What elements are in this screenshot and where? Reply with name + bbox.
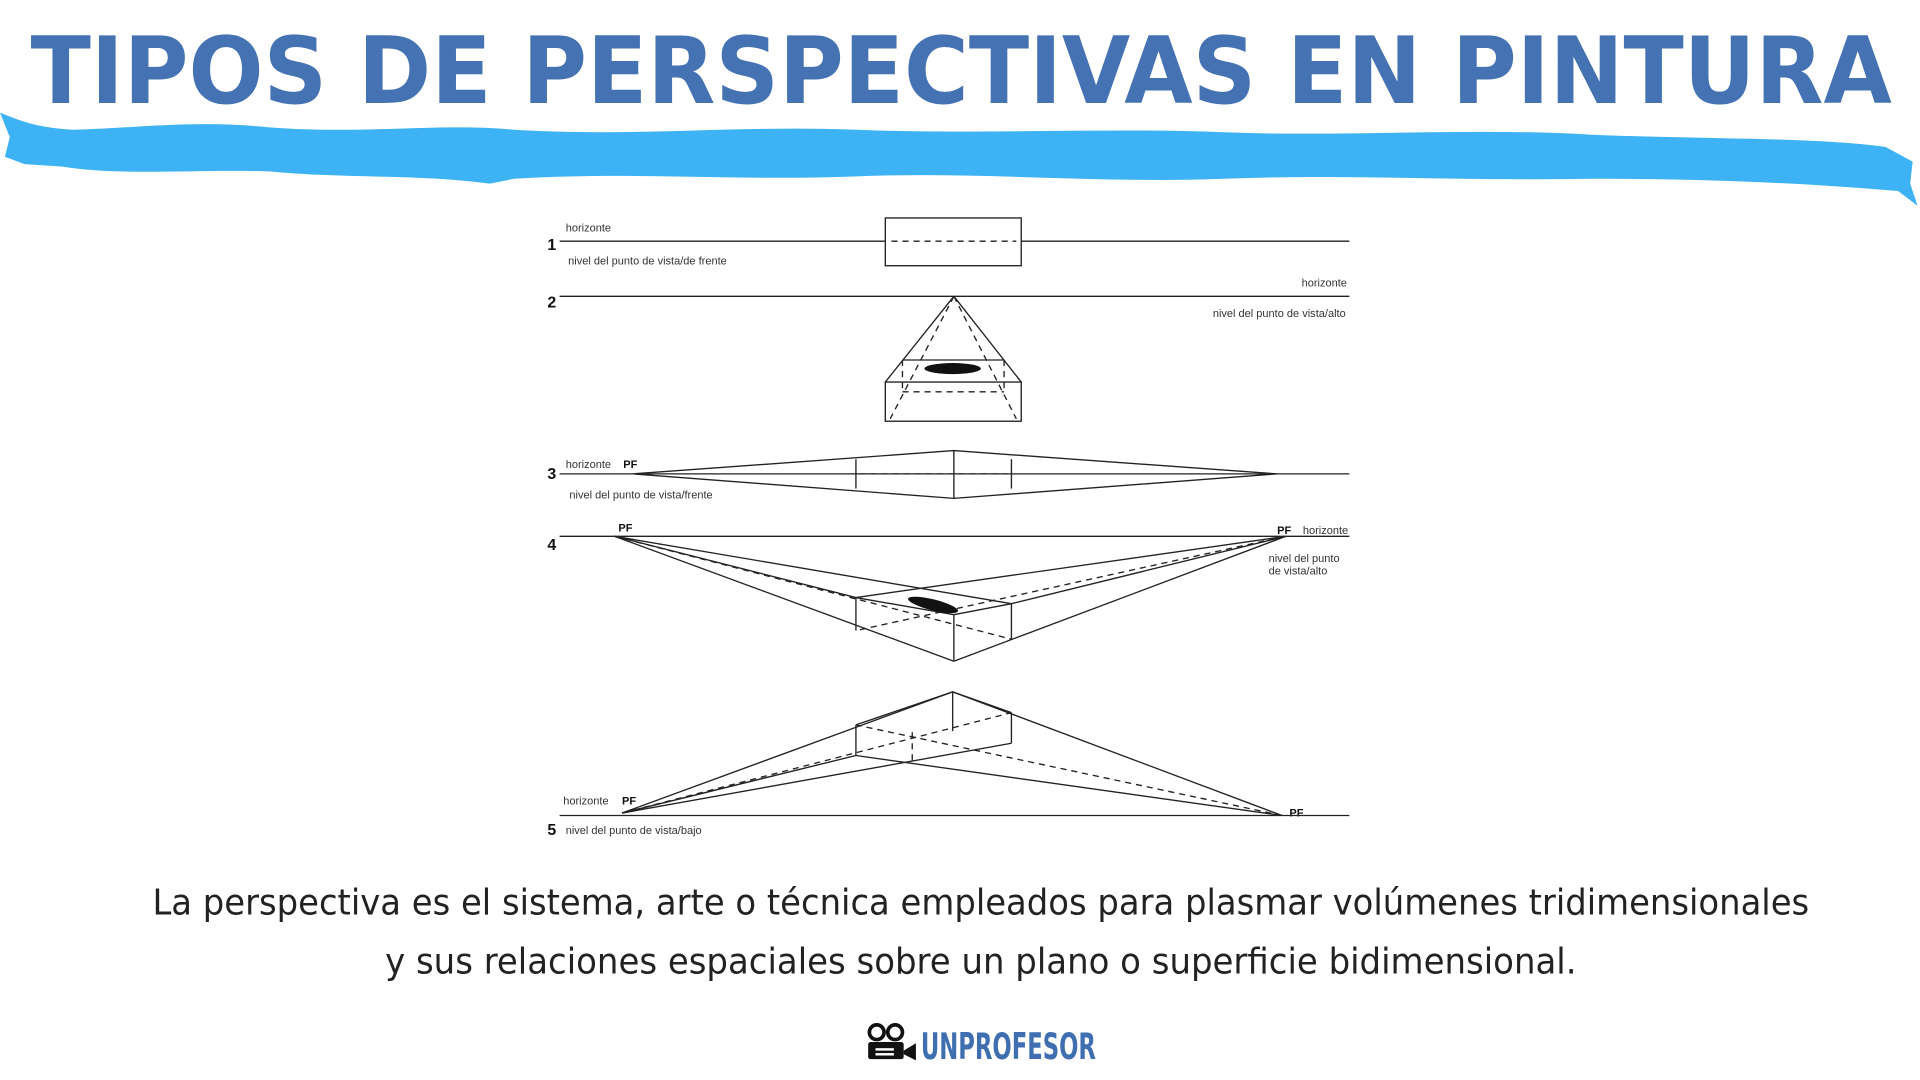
movie-camera-icon: [867, 1023, 916, 1061]
label-pf-right: PF: [1277, 525, 1291, 537]
label-horizonte: horizonte: [1303, 525, 1348, 537]
brush-underline: [0, 112, 1918, 206]
label-nivel-1: nivel del punto: [1269, 553, 1340, 565]
row-number: 5: [547, 822, 556, 839]
diagram-row-3: 3 horizonte PF nivel del punto de vista/…: [547, 449, 1350, 501]
row-number: 4: [547, 537, 556, 554]
row-number: 2: [547, 294, 556, 311]
logo-text: UNPROFESOR: [921, 1025, 1096, 1068]
label-pf-left: PF: [618, 522, 632, 534]
label-nivel: nivel del punto de vista/frente: [569, 489, 712, 501]
diagram-row-2: 2 horizonte nivel del punto de vista/alt…: [547, 278, 1350, 422]
label-horizonte: horizonte: [1302, 278, 1347, 290]
row-number: 3: [547, 466, 556, 483]
page-title: TIPOS DE PERSPECTIVAS EN PINTURA: [31, 17, 1892, 125]
unprofesor-logo: UNPROFESOR: [867, 1023, 1096, 1068]
label-pf-right: PF: [1289, 808, 1303, 820]
description-line-1: La perspectiva es el sistema, arte o téc…: [152, 883, 1809, 924]
diagram-row-4: 4 PF PF horizonte nivel del punto de vis…: [547, 522, 1350, 662]
perspective-diagram: 1 horizonte nivel del punto de vista/de …: [547, 217, 1350, 839]
label-nivel: nivel del punto de vista/alto: [1213, 308, 1346, 320]
row-number: 1: [547, 237, 556, 254]
label-nivel: nivel del punto de vista/de frente: [568, 255, 727, 267]
label-pf-left: PF: [622, 795, 636, 807]
label-horizonte: horizonte: [566, 222, 611, 234]
diagram-row-5: 5 horizonte PF PF nivel del punto de vis…: [547, 691, 1350, 839]
label-nivel-2: de vista/alto: [1269, 565, 1328, 577]
label-horizonte: horizonte: [563, 795, 608, 807]
label-horizonte: horizonte: [566, 459, 611, 471]
label-pf: PF: [623, 459, 637, 471]
label-nivel: nivel del punto de vista/bajo: [566, 825, 702, 837]
description-line-2: y sus relaciones espaciales sobre un pla…: [385, 941, 1576, 982]
diagram-row-1: 1 horizonte nivel del punto de vista/de …: [547, 217, 1350, 267]
